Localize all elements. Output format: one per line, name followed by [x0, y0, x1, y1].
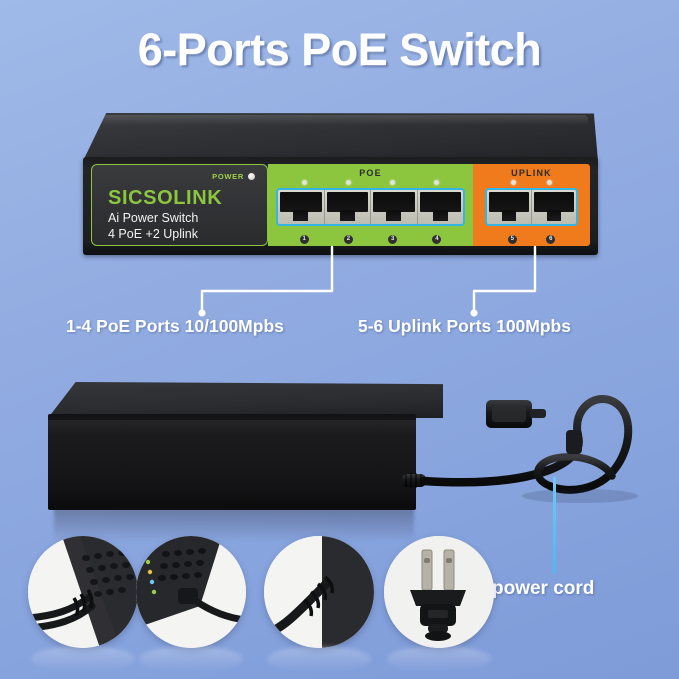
- power-led-icon: [248, 173, 255, 180]
- uplink-callout-label: 5-6 Uplink Ports 100Mpbs: [358, 316, 571, 336]
- brand-panel: POWER SICSOLINK Ai Power Switch 4 PoE +2…: [91, 164, 268, 246]
- power-cord-label: power cord: [492, 578, 595, 599]
- poe-switch-device: POWER SICSOLINK Ai Power Switch 4 PoE +2…: [83, 113, 598, 258]
- cord-strain-relief: [402, 473, 426, 488]
- detail-thumbnail-row: [0, 534, 679, 672]
- thumbnail-cord-connector-port-detail[interactable]: [136, 536, 246, 648]
- port-number: 6: [546, 235, 556, 244]
- thumbnail-reflection: [387, 646, 491, 672]
- port-number: 1: [299, 235, 309, 244]
- poe-led-icon: [434, 180, 440, 185]
- switch-top-surface: [83, 113, 598, 161]
- rj45-port: [324, 190, 371, 224]
- poe-led-icon: [345, 180, 351, 185]
- uplink-port-number-row: 5 6: [473, 235, 590, 244]
- rj45-port: [487, 190, 532, 224]
- power-cord-illustration: [402, 395, 638, 503]
- uplink-led-icon: [510, 180, 516, 185]
- switch-rear-body: [48, 414, 416, 510]
- switch-front-panel: POWER SICSOLINK Ai Power Switch 4 PoE +2…: [91, 164, 590, 246]
- iec-connector: [486, 400, 546, 428]
- power-label: POWER: [212, 172, 244, 181]
- brand-tagline-1: Ai Power Switch: [108, 211, 199, 225]
- rj45-port: [278, 190, 325, 224]
- port-number: 5: [507, 235, 517, 244]
- thumbnail-reflection: [267, 646, 371, 672]
- brand-name: SICSOLINK: [108, 187, 223, 209]
- poe-port-section: POE 1 2: [268, 164, 473, 246]
- brand-tagline-2: 4 PoE +2 Uplink: [108, 227, 198, 241]
- thumbnail-us-two-prong-ac-plug[interactable]: [384, 536, 494, 648]
- rj45-port: [532, 190, 576, 224]
- uplink-section-label: UPLINK: [511, 168, 552, 178]
- rj45-port: [371, 190, 418, 224]
- power-cord-pointer-line: [553, 477, 556, 574]
- thumbnail-cord-bend-detail[interactable]: [264, 536, 374, 648]
- port-number: 2: [343, 235, 353, 244]
- poe-port-number-row: 1 2 3 4: [268, 235, 473, 244]
- switch-rear-view: [48, 382, 443, 542]
- uplink-port-cage: [485, 188, 578, 226]
- port-number: 3: [388, 235, 398, 244]
- switch-rear-top: [48, 382, 443, 418]
- poe-section-label: POE: [359, 168, 382, 178]
- cable-tie: [566, 430, 582, 454]
- thumbnail-cord-strain-relief-vent-detail[interactable]: [28, 536, 138, 648]
- poe-led-icon: [390, 180, 396, 185]
- switch-rear-reflection: [54, 508, 414, 542]
- poe-led-icon: [301, 180, 307, 185]
- rj45-port: [417, 190, 463, 224]
- uplink-led-row: [473, 180, 590, 185]
- thumbnail-reflection: [31, 646, 135, 672]
- poe-led-row: [268, 180, 473, 185]
- thumbnail-reflection: [139, 646, 243, 672]
- port-number: 4: [432, 235, 442, 244]
- page-title: 6-Ports PoE Switch: [137, 24, 542, 75]
- switch-front-chassis: POWER SICSOLINK Ai Power Switch 4 PoE +2…: [83, 157, 598, 255]
- power-indicator-group: POWER: [212, 172, 255, 181]
- uplink-port-section: UPLINK 5 6: [473, 164, 590, 246]
- poe-callout-label: 1-4 PoE Ports 10/100Mpbs: [66, 316, 284, 336]
- poe-port-cage: [276, 188, 465, 226]
- uplink-led-icon: [547, 180, 553, 185]
